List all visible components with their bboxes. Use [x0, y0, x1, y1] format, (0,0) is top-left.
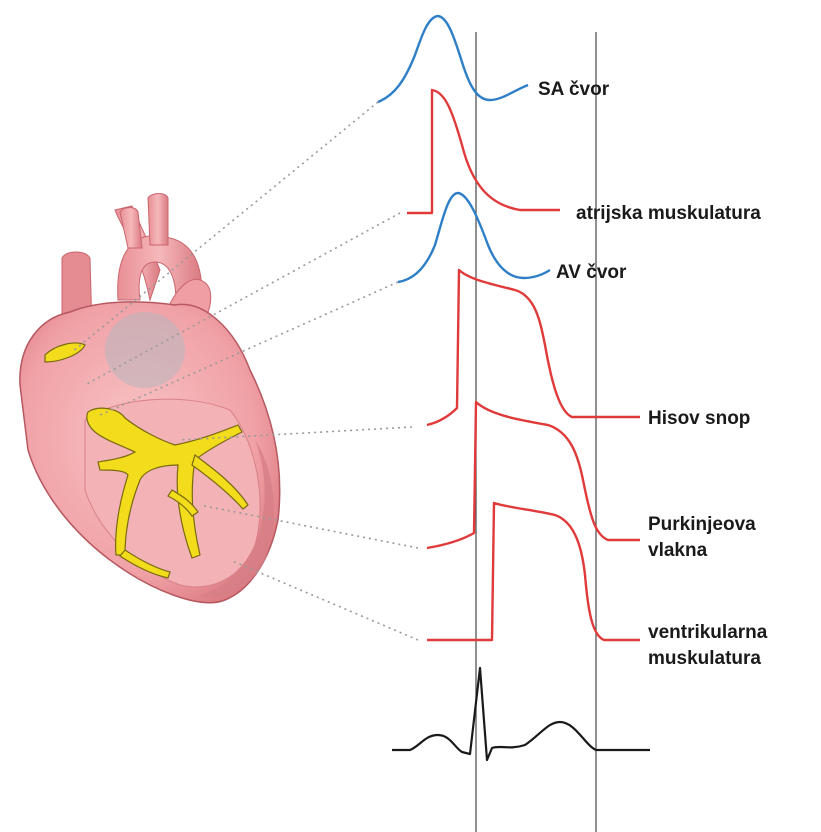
ecg-trace	[392, 668, 650, 760]
ventricular-wave	[427, 503, 640, 640]
label-his-bundle: Hisov snop	[648, 408, 750, 429]
brachiocephalic-artery	[148, 194, 168, 246]
left-atrium-shadow	[105, 312, 185, 388]
labels: SA čvor atrijska muskulatura AV čvor His…	[538, 79, 768, 669]
sa-node-wave	[378, 16, 528, 102]
label-av-node: AV čvor	[556, 262, 627, 283]
label-ventricular-line1: ventrikularna	[648, 622, 768, 643]
carotid-artery	[120, 208, 142, 249]
heart-illustration	[20, 194, 280, 603]
label-atrial-muscle: atrijska muskulatura	[576, 203, 761, 224]
waveforms	[378, 16, 650, 760]
atrial-muscle-wave	[407, 90, 560, 213]
label-ventricular-line2: muskulatura	[648, 648, 761, 669]
purkinje-wave	[427, 402, 640, 548]
label-purkinje-line1: Purkinjeova	[648, 514, 756, 535]
label-sa-node: SA čvor	[538, 79, 610, 100]
his-bundle-wave	[427, 270, 640, 425]
label-purkinje-line2: vlakna	[648, 540, 708, 561]
av-node-wave	[398, 193, 550, 282]
